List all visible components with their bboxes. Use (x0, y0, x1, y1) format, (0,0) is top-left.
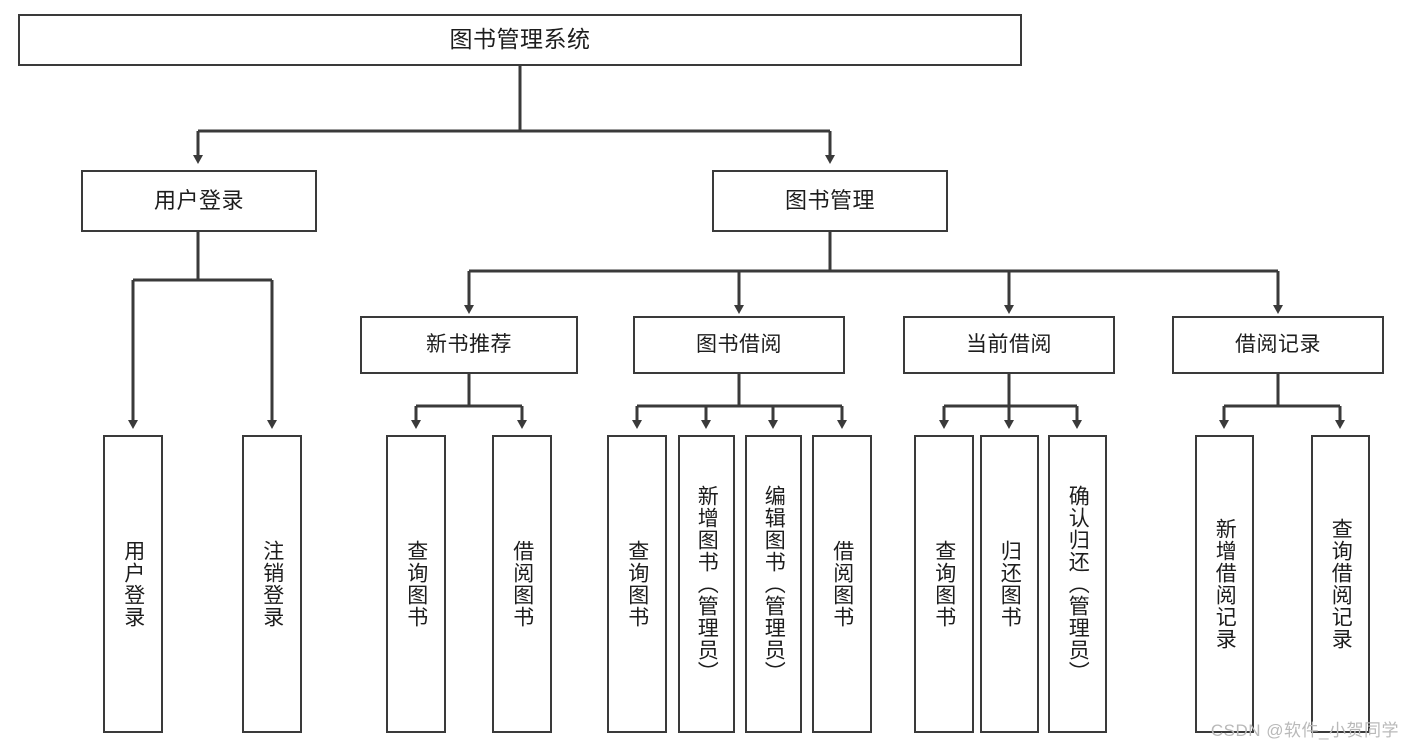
node-current-borrow-label: 当前借阅 (966, 332, 1052, 356)
node-leaf-borrow-book-2-label: 借阅图书 (830, 540, 854, 628)
node-leaf-query-book-1[interactable]: 查询图书 (386, 435, 446, 733)
node-leaf-add-book[interactable]: 新增图书（管理员） (678, 435, 735, 733)
node-leaf-query-record-label: 查询借阅记录 (1329, 518, 1353, 650)
node-leaf-confirm-return-label: 确认归还（管理员） (1066, 485, 1090, 683)
node-root-label: 图书管理系统 (449, 26, 591, 53)
node-leaf-borrow-book-1-label: 借阅图书 (510, 540, 534, 628)
node-leaf-add-record-label: 新增借阅记录 (1213, 518, 1237, 650)
node-root[interactable]: 图书管理系统 (18, 14, 1022, 66)
node-book-management-label: 图书管理 (784, 188, 875, 214)
node-leaf-query-record[interactable]: 查询借阅记录 (1311, 435, 1370, 733)
node-borrow-record-label: 借阅记录 (1235, 332, 1321, 356)
node-leaf-query-book-2[interactable]: 查询图书 (607, 435, 667, 733)
node-book-borrow[interactable]: 图书借阅 (633, 316, 845, 374)
node-leaf-logout-login-label: 注销登录 (260, 540, 284, 628)
node-leaf-query-book-1-label: 查询图书 (404, 540, 428, 628)
node-leaf-logout-login[interactable]: 注销登录 (242, 435, 302, 733)
node-book-management[interactable]: 图书管理 (712, 170, 948, 232)
node-leaf-edit-book[interactable]: 编辑图书（管理员） (745, 435, 802, 733)
node-user-login[interactable]: 用户登录 (81, 170, 317, 232)
node-leaf-borrow-book-1[interactable]: 借阅图书 (492, 435, 552, 733)
node-leaf-add-record[interactable]: 新增借阅记录 (1195, 435, 1254, 733)
node-leaf-query-book-3[interactable]: 查询图书 (914, 435, 974, 733)
node-book-borrow-label: 图书借阅 (696, 332, 782, 356)
node-leaf-confirm-return[interactable]: 确认归还（管理员） (1048, 435, 1107, 733)
node-current-borrow[interactable]: 当前借阅 (903, 316, 1115, 374)
node-leaf-edit-book-label: 编辑图书（管理员） (762, 485, 786, 683)
node-leaf-return-book[interactable]: 归还图书 (980, 435, 1039, 733)
node-leaf-borrow-book-2[interactable]: 借阅图书 (812, 435, 872, 733)
node-leaf-query-book-2-label: 查询图书 (625, 540, 649, 628)
node-leaf-return-book-label: 归还图书 (998, 540, 1022, 628)
node-leaf-add-book-label: 新增图书（管理员） (695, 485, 719, 683)
node-leaf-user-login[interactable]: 用户登录 (103, 435, 163, 733)
node-user-login-label: 用户登录 (153, 188, 244, 214)
node-leaf-query-book-3-label: 查询图书 (932, 540, 956, 628)
node-leaf-user-login-label: 用户登录 (121, 540, 145, 628)
node-new-book-recommend[interactable]: 新书推荐 (360, 316, 578, 374)
node-borrow-record[interactable]: 借阅记录 (1172, 316, 1384, 374)
node-new-book-recommend-label: 新书推荐 (426, 332, 512, 356)
